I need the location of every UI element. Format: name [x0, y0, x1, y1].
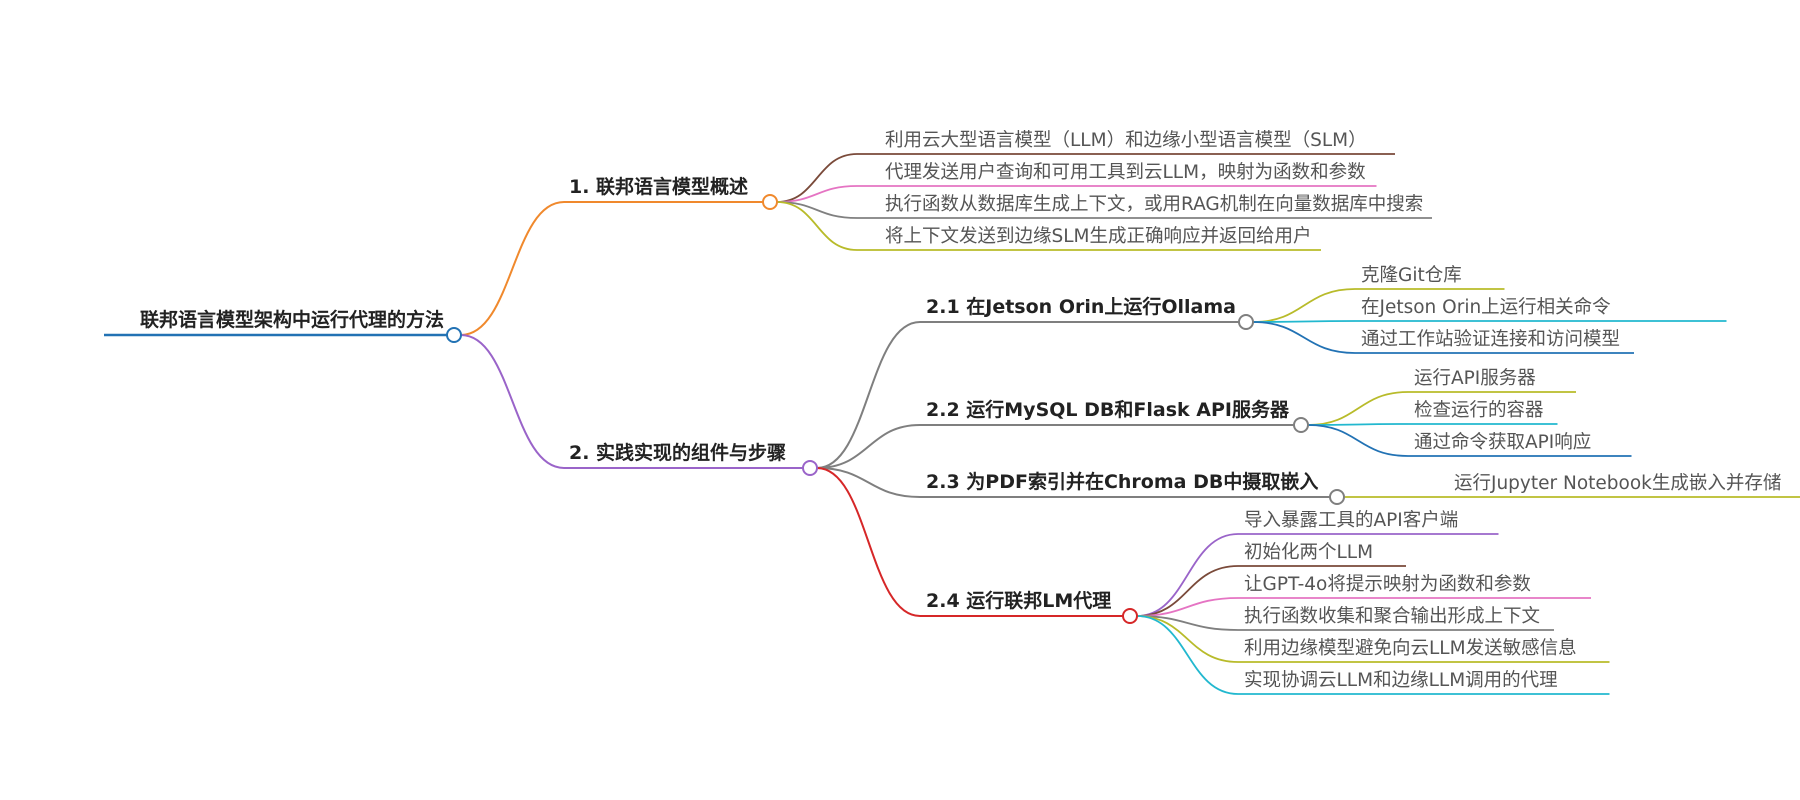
- branch-edge: [460, 334, 565, 469]
- leaf-edge: [1252, 288, 1356, 323]
- leaf-edge: [776, 185, 858, 203]
- leaf-edge: [1136, 597, 1239, 617]
- subbranch-collapse-toggle[interactable]: [1238, 314, 1254, 330]
- branch-edge: [460, 201, 565, 336]
- subbranch-edge: [816, 467, 921, 498]
- branch-collapse-toggle[interactable]: [802, 460, 818, 476]
- leaf-topic: 让GPT-4o将提示映射为函数和参数: [1244, 574, 1531, 595]
- subbranch-edge: [816, 467, 921, 617]
- leaf-edge: [1307, 423, 1409, 426]
- leaf-edge: [1252, 320, 1356, 323]
- root-collapse-toggle[interactable]: [446, 327, 462, 343]
- leaf-topic: 通过命令获取API响应: [1414, 432, 1591, 453]
- leaf-edge: [776, 201, 858, 251]
- leaf-topic: 将上下文发送到边缘SLM生成正确响应并返回给用户: [885, 226, 1312, 247]
- leaf-edge: [1307, 391, 1409, 426]
- subbranch-edge: [816, 424, 921, 469]
- leaf-edge: [776, 153, 858, 203]
- leaf-topic: 导入暴露工具的API客户端: [1244, 510, 1458, 531]
- subbranch-collapse-toggle[interactable]: [1329, 489, 1345, 505]
- leaf-edge: [1307, 424, 1409, 457]
- branch-collapse-toggle[interactable]: [762, 194, 778, 210]
- leaf-topic: 执行函数从数据库生成上下文，或用RAG机制在向量数据库中搜索: [885, 194, 1423, 215]
- leaf-topic: 通过工作站验证连接和访问模型: [1361, 329, 1620, 350]
- branch-topic: 1. 联邦语言模型概述: [569, 175, 748, 198]
- mindmap-edges: [104, 153, 1800, 695]
- leaf-topic: 执行函数收集和聚合输出形成上下文: [1244, 606, 1540, 627]
- root-topic: 联邦语言模型架构中运行代理的方法: [140, 308, 444, 331]
- leaf-topic: 利用云大型语言模型（LLM）和边缘小型语言模型（SLM）: [885, 130, 1367, 151]
- subbranch-topic: 2.2 运行MySQL DB和Flask API服务器: [926, 398, 1290, 421]
- subbranch-topic: 2.3 为PDF索引并在Chroma DB中摄取嵌入: [926, 470, 1318, 493]
- leaf-topic: 检查运行的容器: [1414, 400, 1544, 421]
- branch-topic: 2. 实践实现的组件与步骤: [569, 441, 786, 464]
- subbranch-topic: 2.1 在Jetson Orin上运行Ollama: [926, 295, 1236, 318]
- leaf-topic: 运行API服务器: [1414, 368, 1536, 389]
- leaf-topic: 实现协调云LLM和边缘LLM调用的代理: [1244, 670, 1558, 691]
- subbranch-edge: [816, 321, 921, 469]
- leaf-topic: 初始化两个LLM: [1244, 542, 1373, 563]
- leaf-edge: [1136, 615, 1239, 663]
- leaf-edge: [1136, 615, 1239, 631]
- leaf-topic: 在Jetson Orin上运行相关命令: [1361, 297, 1611, 318]
- leaf-topic: 克隆Git仓库: [1361, 265, 1462, 286]
- subbranch-topic: 2.4 运行联邦LM代理: [926, 589, 1111, 612]
- leaf-edge: [1252, 321, 1356, 354]
- leaf-topic: 运行Jupyter Notebook生成嵌入并存储: [1454, 473, 1781, 494]
- leaf-edge: [1136, 615, 1239, 695]
- leaf-edge: [1136, 565, 1239, 617]
- subbranch-collapse-toggle[interactable]: [1122, 608, 1138, 624]
- leaf-topic: 利用边缘模型避免向云LLM发送敏感信息: [1244, 638, 1577, 659]
- leaf-topic: 代理发送用户查询和可用工具到云LLM，映射为函数和参数: [885, 162, 1366, 183]
- leaf-edge: [1136, 533, 1239, 617]
- mindmap-nodes: 联邦语言模型架构中运行代理的方法 1. 联邦语言模型概述 利用云大型语言模型（LLM…: [140, 130, 1781, 691]
- subbranch-collapse-toggle[interactable]: [1293, 417, 1309, 433]
